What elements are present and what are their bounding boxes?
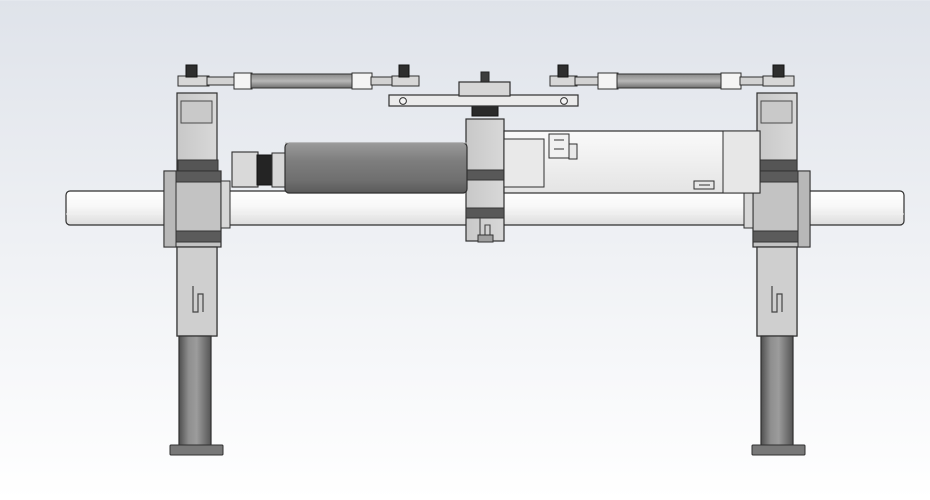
center-carriage [465,94,505,243]
pneumatic-cylinder [231,130,761,194]
left-tie-rod-assembly [177,64,420,90]
right-tie-rod-assembly [549,64,795,90]
right-support [743,92,811,456]
left-support [163,92,231,456]
top-mounting-plate [388,71,579,107]
